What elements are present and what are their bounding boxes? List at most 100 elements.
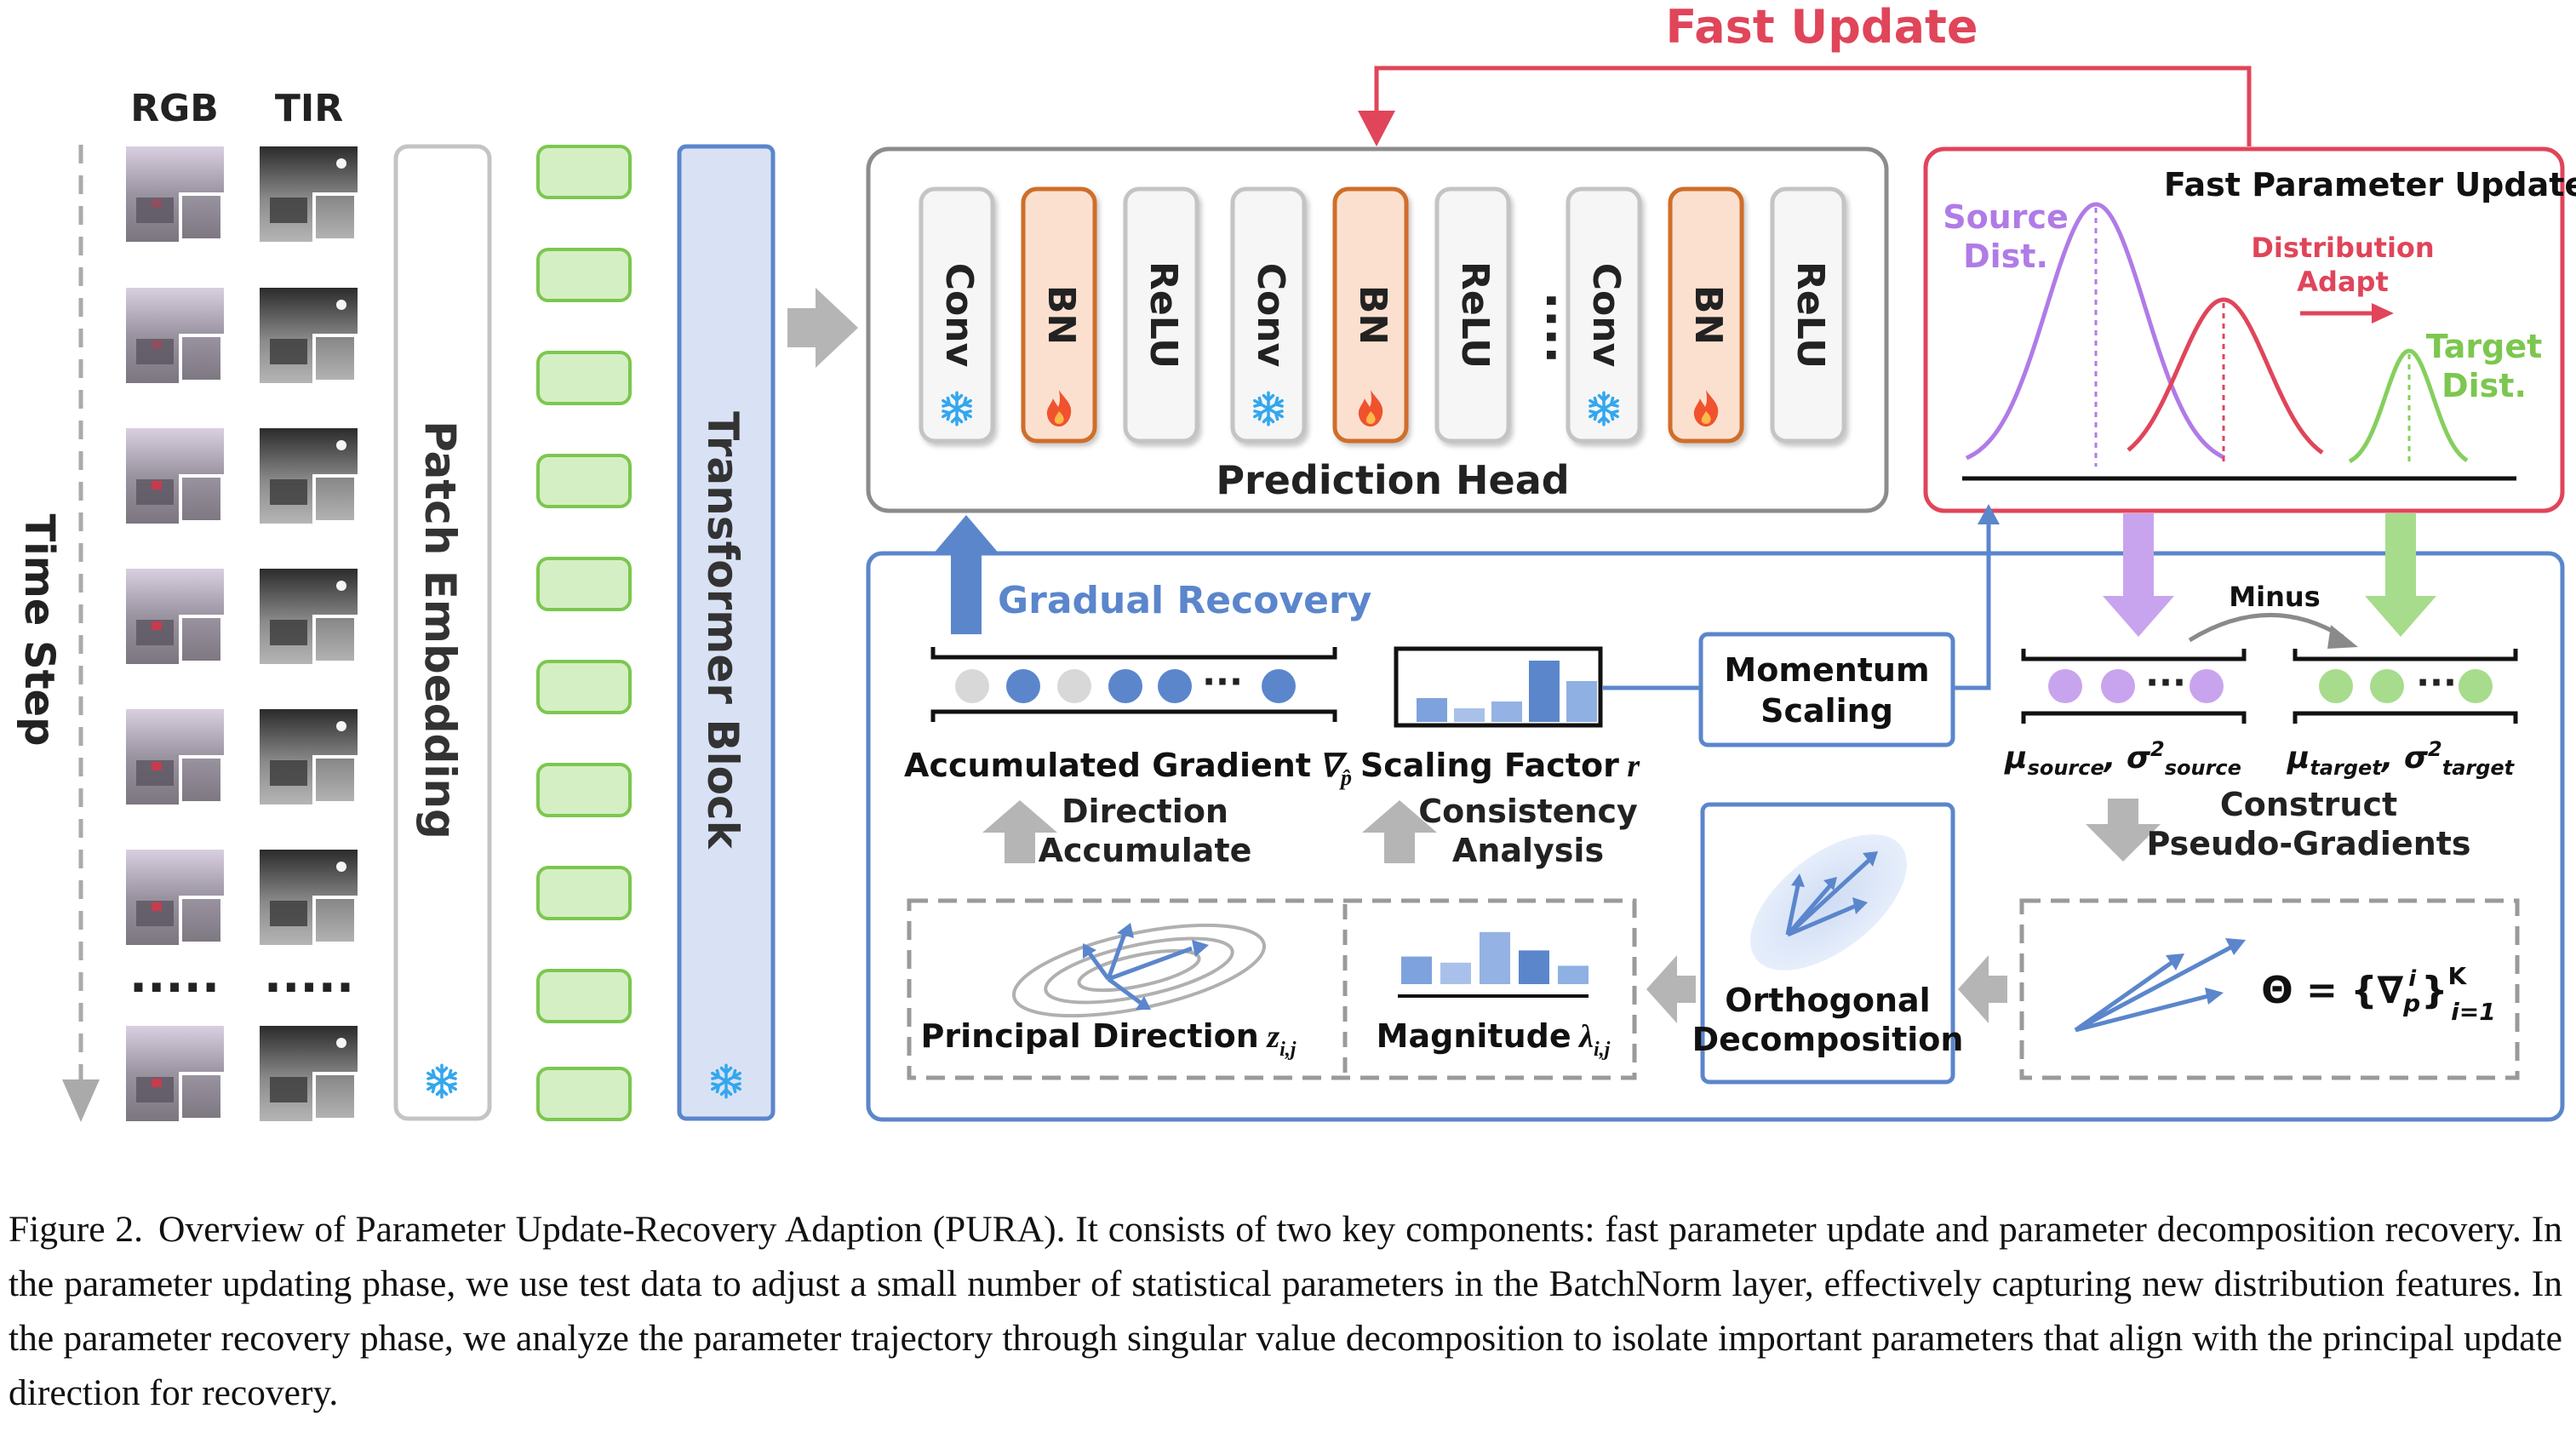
- orthogonal-label-2: Decomposition: [1692, 1021, 1964, 1058]
- token: [536, 145, 632, 199]
- momentum-label-2: Scaling: [1760, 692, 1893, 730]
- rgb-frame: [126, 146, 224, 242]
- accumulated-gradient-label: Accumulated Gradient ∇p̂: [904, 747, 1352, 790]
- rgb-frame: [126, 569, 224, 664]
- fast-parameter-update-panel: Fast Parameter Update Source Dist. Distr…: [1923, 146, 2576, 513]
- rgb-label: RGB: [130, 87, 219, 130]
- head-layer-label: Conv: [1249, 263, 1292, 368]
- bar: [1529, 661, 1560, 722]
- source-dot: [2101, 669, 2135, 703]
- left-arrow-1-icon: [1958, 955, 2007, 1023]
- principal-direction-label: Principal Direction zi,j: [921, 1017, 1297, 1061]
- gradient-dot: [955, 669, 989, 703]
- token: [536, 969, 632, 1023]
- source-stats: ··· μsource, σ2source: [2004, 649, 2247, 780]
- consistency-label-2: Analysis: [1452, 832, 1604, 869]
- fast-update-arrow: [1374, 66, 2252, 146]
- construct-label-1: Construct: [2220, 786, 2397, 823]
- bar: [1401, 956, 1432, 984]
- arrow-to-head-icon: [787, 288, 858, 368]
- target-dot: [2370, 669, 2404, 703]
- patch-embedding-label: Patch Embedding: [415, 421, 465, 839]
- bar: [1558, 965, 1589, 984]
- head-layer-label: BN: [1351, 285, 1394, 345]
- momentum-label-1: Momentum: [1724, 651, 1929, 689]
- decomposition-box: Principal Direction zi,j Magnitude λi,j: [907, 898, 1637, 1080]
- head-layer-relu: ReLU: [1770, 186, 1846, 444]
- target-dots-ellipsis: ···: [2416, 661, 2457, 703]
- token: [536, 866, 632, 920]
- caption-text: Overview of Parameter Update-Recovery Ad…: [9, 1209, 2562, 1413]
- adapt-arrow-icon: [2372, 303, 2394, 324]
- figure-caption: Figure 2.Overview of Parameter Update-Re…: [9, 1202, 2562, 1420]
- token: [536, 248, 632, 302]
- rgb-frame: [126, 850, 224, 945]
- rgb-frame: [126, 1026, 224, 1121]
- token: [536, 557, 632, 611]
- rgb-frame: [126, 709, 224, 805]
- fast-parameter-update-title: Fast Parameter Update: [2164, 166, 2576, 203]
- head-layer-bn: BN: [1021, 186, 1097, 444]
- head-layer-conv: Conv: [1230, 186, 1307, 444]
- consistency-up-arrow-icon: [1362, 800, 1437, 863]
- gradient-dot: [1262, 669, 1296, 703]
- tir-frame: [260, 288, 358, 383]
- head-layer-relu: ReLU: [1123, 186, 1199, 444]
- distribution-curves: [1965, 202, 2469, 467]
- rgb-frame: [126, 288, 224, 383]
- gradual-recovery-arrow: [932, 515, 1000, 634]
- purple-down-arrow: [2103, 513, 2174, 637]
- recovery-panel: [866, 551, 2565, 1122]
- head-layer-label: BN: [1039, 285, 1083, 345]
- momentum-scaling-box: Momentum Scaling: [1698, 632, 1955, 747]
- magnitude-label: Magnitude λi,j: [1377, 1017, 1611, 1061]
- source-dist-curve: [1965, 202, 2226, 461]
- head-layer-conv: Conv: [1566, 186, 1642, 444]
- token: [536, 660, 632, 714]
- transformer-block: Transformer Block: [677, 144, 776, 1121]
- minus-label: Minus: [2229, 581, 2320, 613]
- orthogonal-decomposition-box: Orthogonal Decomposition: [1692, 802, 1964, 1085]
- target-stats-label: μtarget, σ2target: [2287, 737, 2516, 780]
- orthogonal-label-1: Orthogonal: [1725, 982, 1930, 1019]
- adapted-dist-curve: [2127, 297, 2324, 455]
- construct-label-2: Pseudo-Gradients: [2146, 825, 2470, 862]
- source-dot: [2048, 669, 2082, 703]
- fast-update-arrowhead-icon: [1358, 111, 1395, 146]
- tir-frame: [260, 709, 358, 805]
- tir-frame: [260, 569, 358, 664]
- accumulated-gradient: ···: [930, 647, 1337, 722]
- head-layer-label: ReLU: [1142, 261, 1185, 369]
- principal-direction-icon: [1011, 923, 1267, 1018]
- gradient-dot: [1006, 669, 1040, 703]
- gradient-dot: [1057, 669, 1091, 703]
- distribution-adapt-label-2: Adapt: [2297, 266, 2388, 298]
- source-dots-ellipsis: ···: [2145, 661, 2186, 703]
- head-layer-label: Conv: [937, 263, 981, 368]
- time-step-axis: Time Step: [15, 145, 100, 1122]
- token: [536, 763, 632, 817]
- tir-ellipsis: .....: [264, 948, 354, 1004]
- figure-label: Figure 2.: [9, 1209, 144, 1250]
- input-frame-sequence: [126, 146, 358, 1121]
- target-dot: [2319, 669, 2353, 703]
- patch-embedding: Patch Embedding: [393, 144, 492, 1121]
- target-dist-curve: [2348, 348, 2469, 464]
- target-dot: [2459, 669, 2493, 703]
- tir-frame: [260, 1026, 358, 1121]
- tir-frame: [260, 146, 358, 242]
- time-step-label: Time Step: [15, 514, 63, 747]
- token: [536, 454, 632, 508]
- head-layer-conv: Conv: [919, 186, 995, 444]
- scaling-factor-bars: [1417, 661, 1597, 722]
- distribution-adapt-label-1: Distribution: [2251, 232, 2434, 264]
- token: [536, 351, 632, 405]
- direction-label-2: Accumulate: [1039, 832, 1252, 869]
- scaling-factor-label: Scaling Factor r: [1360, 747, 1640, 784]
- momentum-arrowhead-icon: [1978, 504, 2000, 524]
- direction-label-1: Direction: [1062, 793, 1228, 830]
- head-layer-label: Conv: [1584, 263, 1628, 368]
